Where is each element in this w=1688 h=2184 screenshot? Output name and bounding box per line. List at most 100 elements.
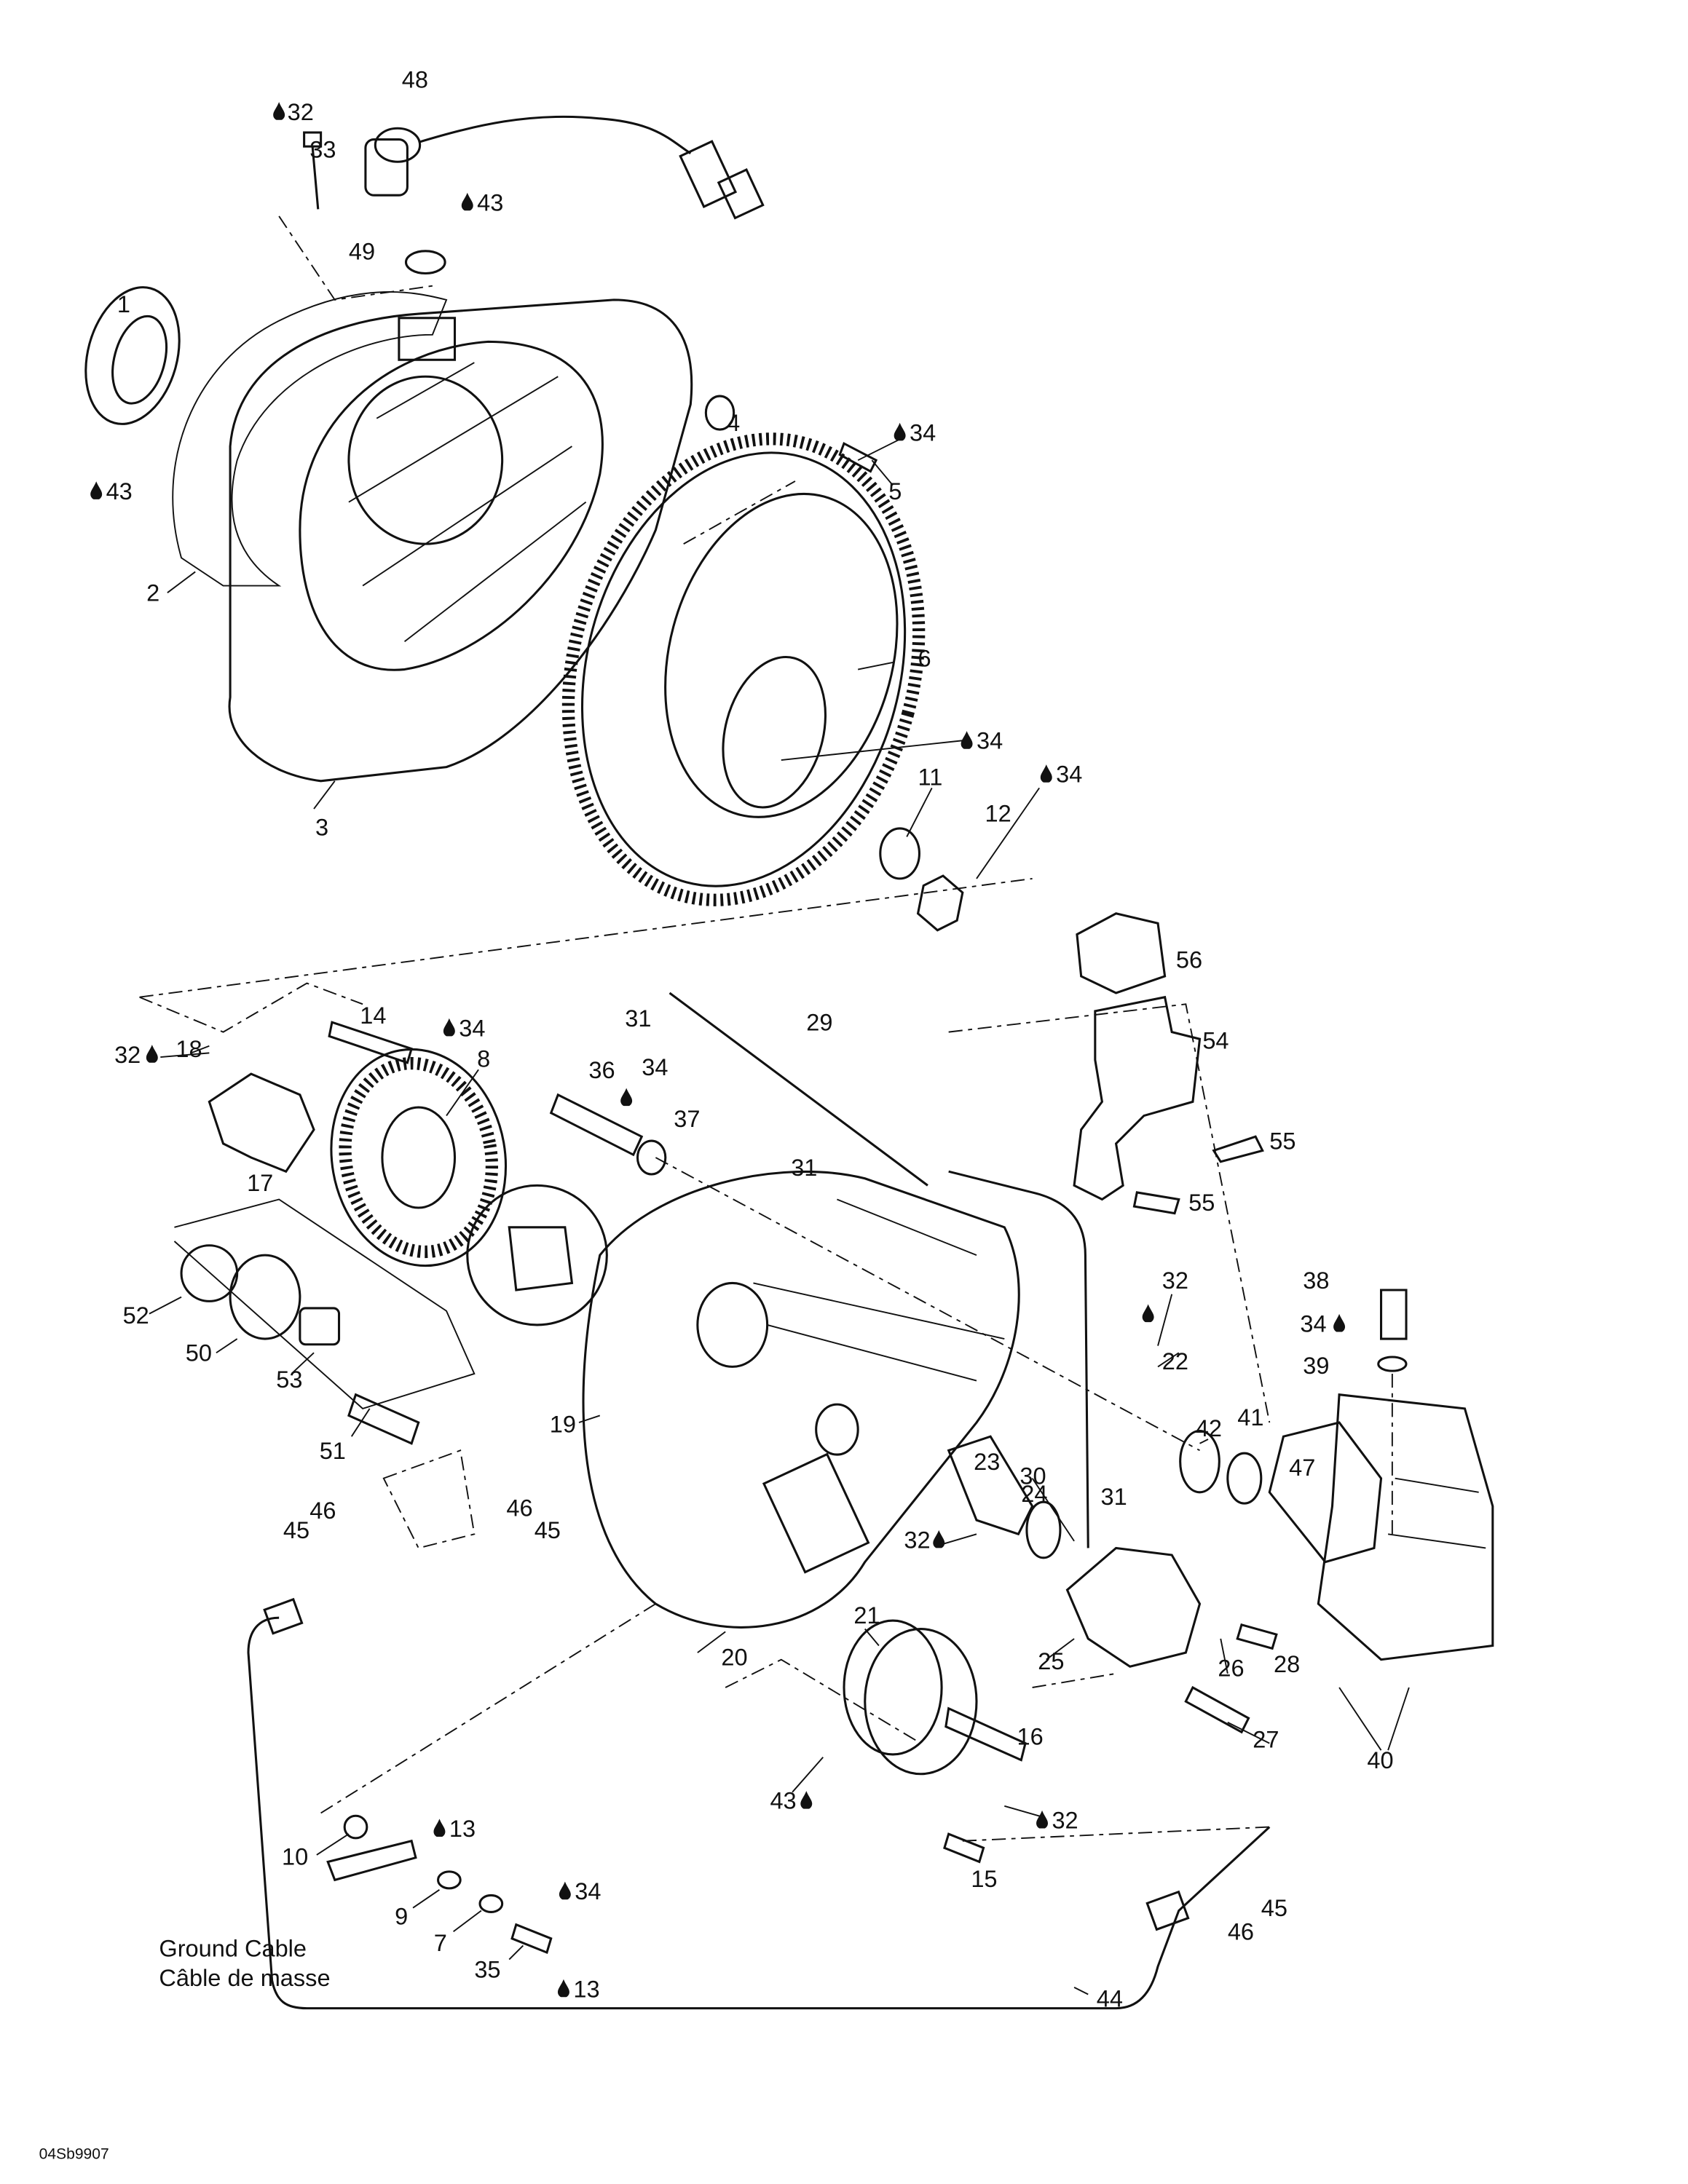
diagram-code: 04Sb9907 <box>39 2146 109 2163</box>
callout: 56 <box>1176 947 1202 973</box>
callout: 18 <box>175 1036 202 1062</box>
screw-28 <box>1236 1623 1278 1650</box>
callout: 26 <box>1218 1655 1244 1682</box>
ground-cable-label-en: Ground Cable <box>159 1936 307 1962</box>
callout: 31 <box>791 1155 817 1181</box>
bracket-54-56 <box>1073 912 1264 1215</box>
callout: 23 <box>974 1449 1000 1475</box>
leader-lines <box>149 438 1410 1995</box>
stator-8 <box>330 1048 608 1326</box>
callouts: 32 48 33 43 49 1 4 34 5 43 2 6 34 11 34 … <box>90 67 1394 2012</box>
callout: 32 <box>904 1527 930 1553</box>
callout: 46 <box>506 1495 532 1521</box>
callout: 30 <box>1019 1463 1046 1489</box>
callout: 3 <box>315 815 328 841</box>
callout: 42 <box>1196 1415 1222 1441</box>
callout: 34 <box>910 419 936 446</box>
oil-drop-icon <box>433 1819 446 1837</box>
oil-drop-icon <box>1036 1810 1049 1829</box>
callout: 19 <box>550 1411 576 1437</box>
callout: 14 <box>360 1002 386 1029</box>
callout: 31 <box>1100 1484 1127 1510</box>
housing-3 <box>228 298 735 783</box>
callout: 13 <box>573 1976 599 2002</box>
seal-1 <box>84 286 181 425</box>
callout: 5 <box>888 478 902 505</box>
callout: 8 <box>477 1046 490 1072</box>
washer-39 <box>1377 1356 1408 1372</box>
oil-drop-icon <box>1142 1304 1154 1323</box>
oil-drop-icon <box>90 481 103 499</box>
oil-drop-icon <box>146 1045 158 1063</box>
shaft-23 <box>947 1435 1034 1536</box>
callout: 17 <box>247 1170 273 1196</box>
callout: 4 <box>727 410 740 436</box>
oil-drop-icon <box>559 1881 571 1900</box>
cable-44 <box>247 1616 1271 2010</box>
callout: 54 <box>1202 1028 1228 1054</box>
callout: 1 <box>117 291 130 317</box>
callout: 34 <box>459 1015 485 1041</box>
callout: 41 <box>1237 1404 1263 1431</box>
callout: 48 <box>402 67 428 93</box>
callout: 34 <box>575 1878 601 1904</box>
callout: 46 <box>1228 1919 1254 1945</box>
oil-drop-icon <box>1040 764 1052 783</box>
callout: 32 <box>1162 1267 1188 1294</box>
boot-40-47 <box>1268 1393 1494 1661</box>
cover-19 <box>582 1170 1020 1629</box>
callout: 46 <box>309 1497 336 1524</box>
connector-50-53 <box>173 1198 476 1445</box>
callout: 33 <box>309 136 336 162</box>
parts-artwork <box>84 115 1494 2010</box>
callout: 7 <box>434 1930 447 1956</box>
callout: 55 <box>1188 1190 1215 1216</box>
callout: 13 <box>449 1816 476 1842</box>
callout: 2 <box>146 580 159 606</box>
callout: 28 <box>1274 1651 1300 1677</box>
callout: 21 <box>853 1602 880 1629</box>
washer-42 <box>1179 1429 1220 1494</box>
rod-29 <box>669 992 928 1187</box>
bolt-36 <box>549 1093 644 1157</box>
callout: 16 <box>1017 1724 1044 1750</box>
callout: 24 <box>1021 1481 1047 1507</box>
actuator-21-16 <box>843 1619 1027 1864</box>
callout: 29 <box>806 1010 832 1036</box>
callout: 22 <box>1162 1348 1188 1374</box>
nut-45 <box>263 1597 304 1635</box>
callout: 32 <box>114 1042 141 1068</box>
o-ring-24 <box>1025 1500 1062 1559</box>
lockwasher-10 <box>343 1814 368 1840</box>
flywheel-6 <box>561 432 964 932</box>
callout: 12 <box>985 800 1011 826</box>
callout: 53 <box>276 1366 302 1393</box>
oil-drop-icon <box>557 1979 569 1998</box>
bracket-45-46 <box>382 1449 476 1549</box>
caliper-25 <box>1065 1546 1202 1668</box>
callout: 35 <box>474 1956 500 1982</box>
oil-drop-icon <box>273 102 285 120</box>
callout: 15 <box>971 1866 997 1892</box>
callout: 38 <box>1303 1267 1329 1294</box>
screw-35 <box>510 1923 553 1955</box>
callout: 43 <box>770 1788 796 1814</box>
oil-drop-icon <box>933 1530 945 1548</box>
terminal-10 <box>326 1839 417 1882</box>
cable-30 <box>948 1170 1089 1548</box>
screw-27 <box>1184 1685 1250 1734</box>
callout: 45 <box>535 1517 561 1543</box>
bolt-38 <box>1380 1289 1408 1340</box>
callout: 49 <box>349 238 375 264</box>
washer-41 <box>1226 1452 1263 1505</box>
washer-9 <box>436 1870 462 1890</box>
callout: 37 <box>674 1106 700 1132</box>
callout: 34 <box>642 1054 668 1080</box>
callout: 43 <box>106 478 133 505</box>
callout: 25 <box>1038 1648 1064 1674</box>
callout: 9 <box>395 1904 408 1930</box>
callout: 34 <box>1300 1311 1326 1337</box>
oil-drop-icon <box>894 422 906 441</box>
callout: 32 <box>288 99 314 125</box>
